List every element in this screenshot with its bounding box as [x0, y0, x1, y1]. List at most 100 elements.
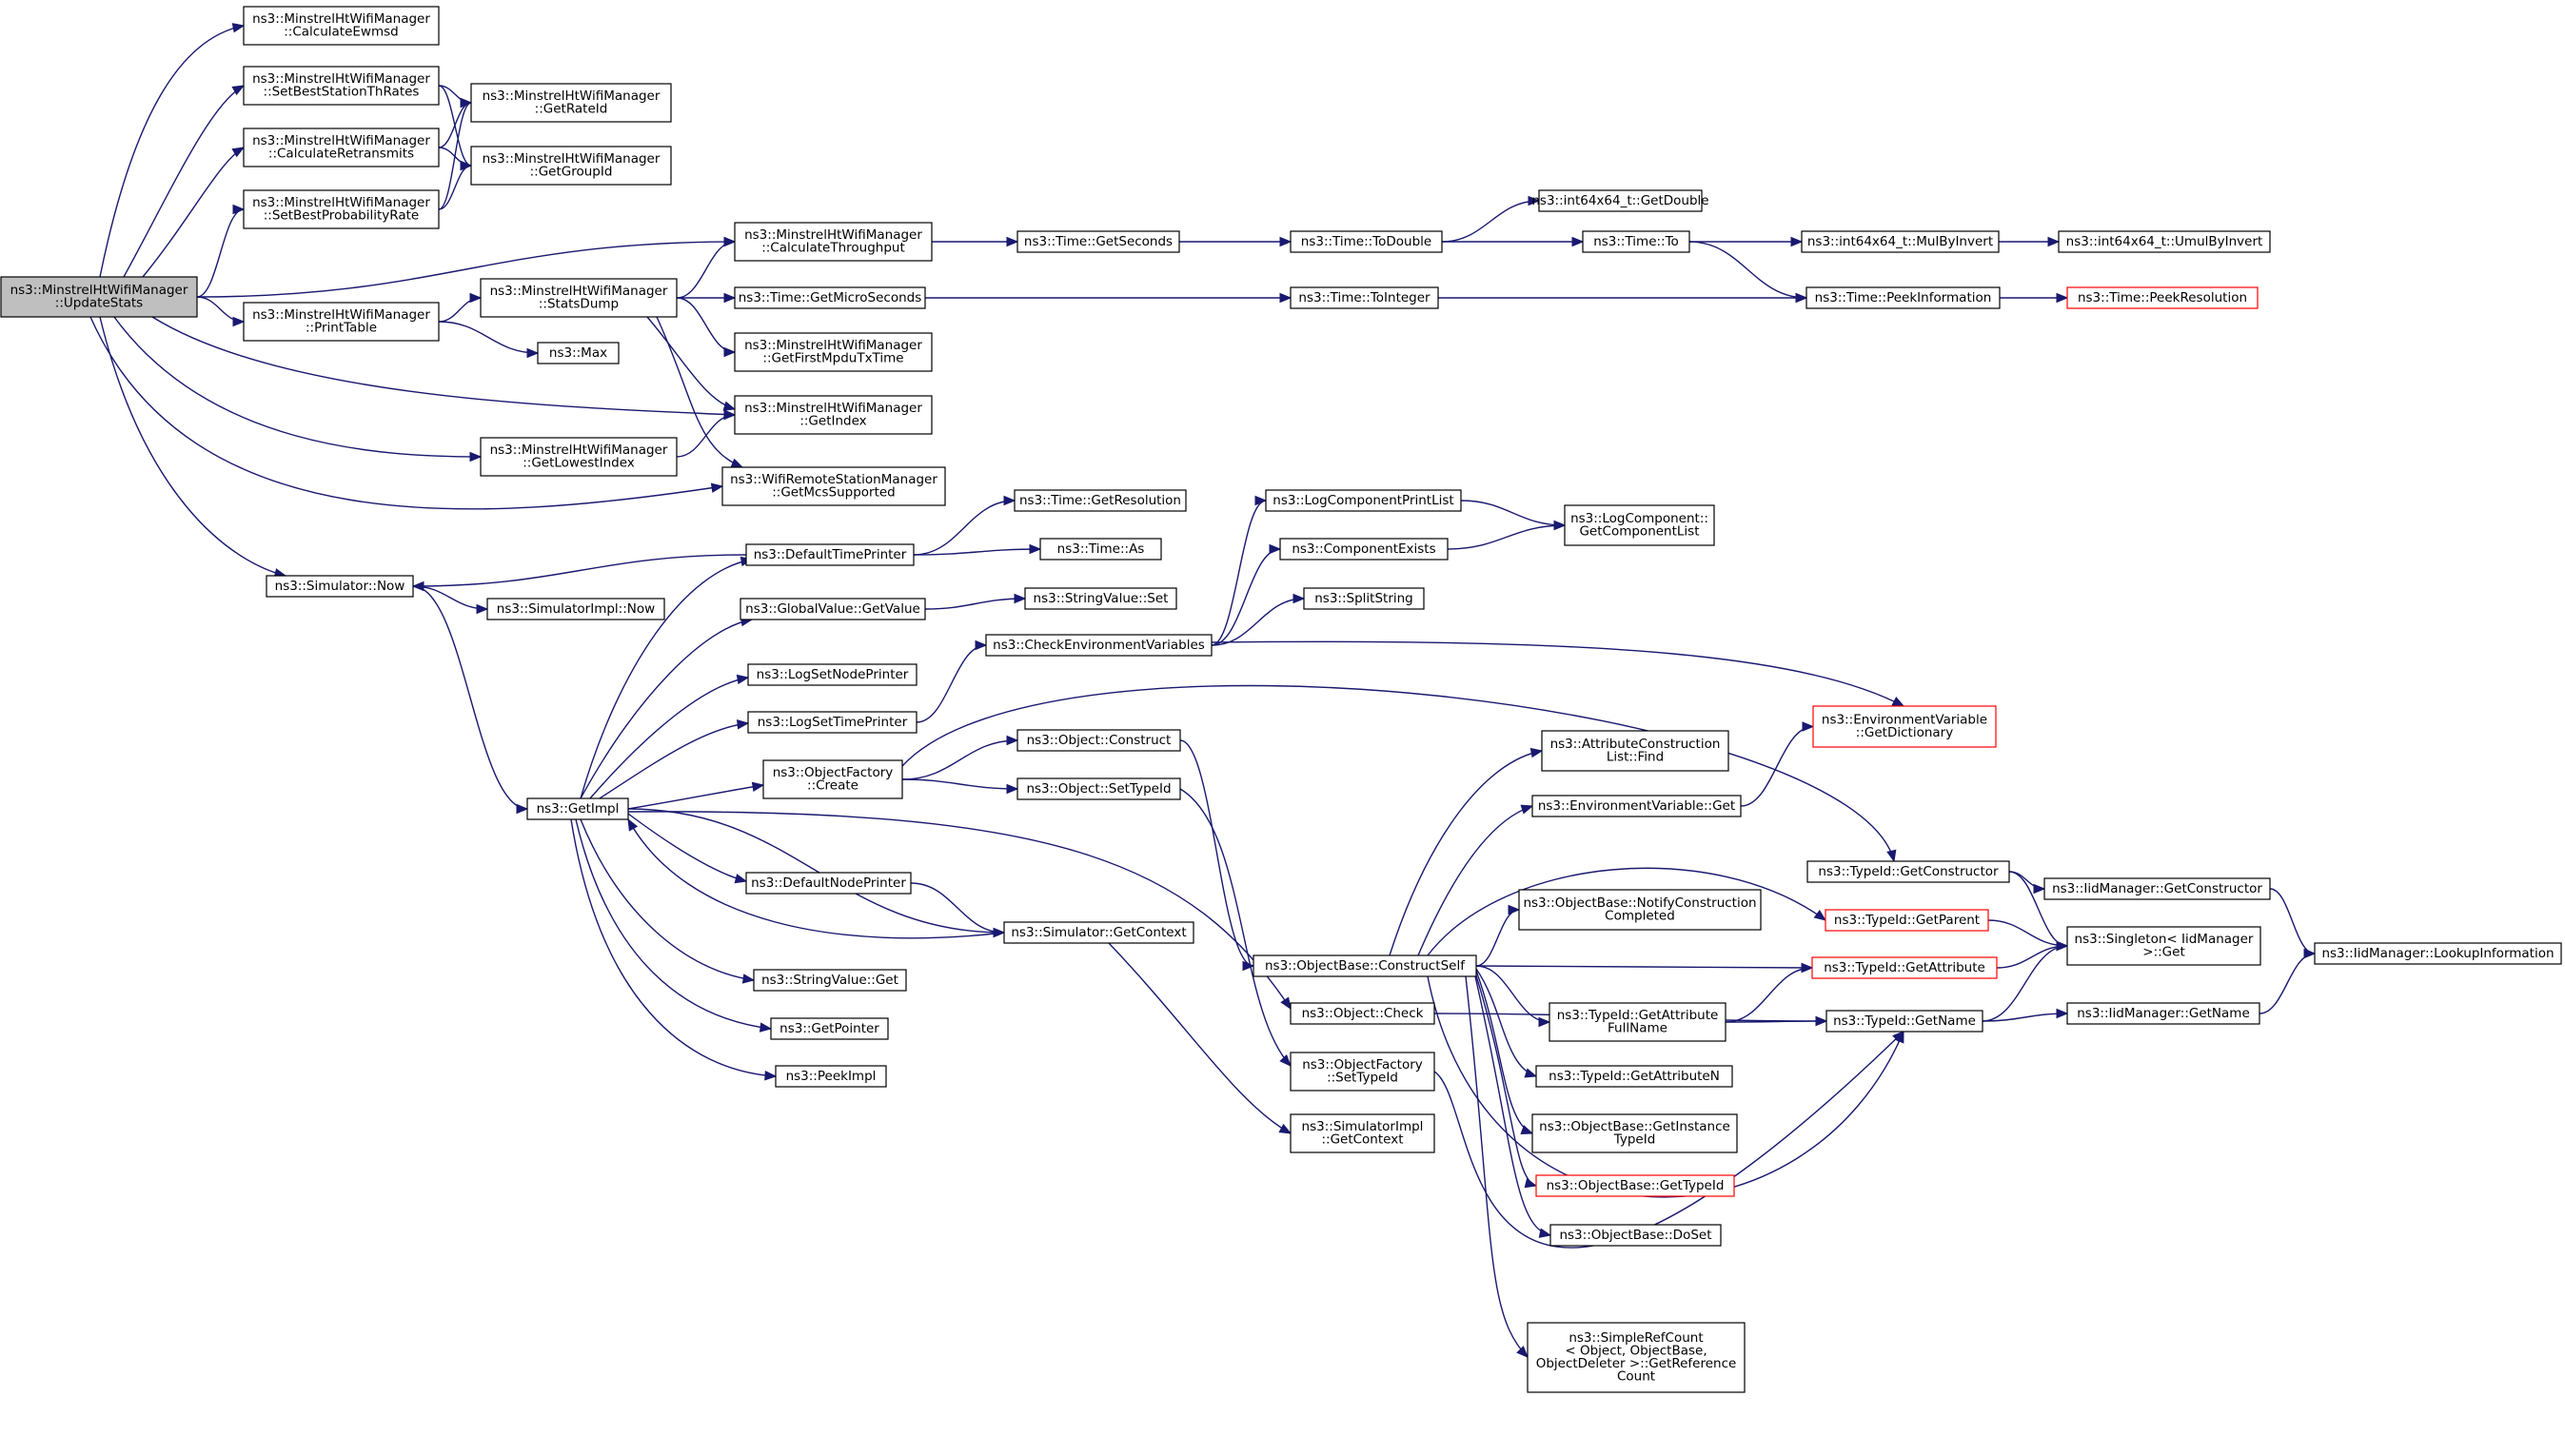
node-peekinfo[interactable]: ns3::Time::PeekInformation — [1805, 286, 2001, 309]
node-getrateid[interactable]: ns3::MinstrelHtWifiManager::GetRateId — [470, 83, 672, 123]
node-logsetnode[interactable]: ns3::LogSetNodePrinter — [747, 663, 917, 686]
node-getlowest[interactable]: ns3::MinstrelHtWifiManager::GetLowestInd… — [480, 437, 678, 477]
node-printtable[interactable]: ns3::MinstrelHtWifiManager::PrintTable — [243, 302, 440, 342]
node-calcthru[interactable]: ns3::MinstrelHtWifiManager::CalculateThr… — [734, 222, 933, 262]
node-getpointer[interactable]: ns3::GetPointer — [770, 1017, 889, 1040]
node-strvalset[interactable]: ns3::StringValue::Set — [1024, 587, 1177, 610]
node-compexists[interactable]: ns3::ComponentExists — [1279, 538, 1449, 561]
node-setbestprob[interactable]: ns3::MinstrelHtWifiManager::SetBestProba… — [243, 189, 440, 229]
node-defnodeprinter[interactable]: ns3::DefaultNodePrinter — [745, 872, 912, 895]
node-todouble[interactable]: ns3::Time::ToDouble — [1290, 230, 1443, 253]
node-getmcs[interactable]: ns3::WifiRemoteStationManager::GetMcsSup… — [721, 466, 946, 506]
node-mulbyinvert[interactable]: ns3::int64x64_t::MulByInvert — [1801, 230, 2000, 253]
node-peekimpl[interactable]: ns3::PeekImpl — [775, 1065, 887, 1088]
call-edge-objfactcreate-to-objsettypeid — [901, 778, 1018, 790]
call-edge-getimpl-to-defnodeprinter — [627, 813, 747, 882]
node-simimplgetctx[interactable]: ns3::SimulatorImpl::GetContext — [1290, 1113, 1435, 1153]
node-typeidgetparent[interactable]: ns3::TypeId::GetParent — [1825, 909, 1989, 932]
node-notifyconstr[interactable]: ns3::ObjectBase::NotifyConstructionCompl… — [1518, 889, 1762, 931]
call-edge-calcretr-to-getrateid — [438, 102, 472, 148]
node-deftimeprinter[interactable]: ns3::DefaultTimePrinter — [745, 543, 915, 566]
node-box — [243, 128, 440, 167]
edge-arrowhead — [516, 803, 529, 815]
call-edge-logsettime-to-checkenv — [916, 644, 987, 723]
node-getdouble[interactable]: ns3::int64x64_t::GetDouble — [1531, 189, 1709, 212]
node-getmicro[interactable]: ns3::Time::GetMicroSeconds — [734, 286, 926, 309]
node-max[interactable]: ns3::Max — [537, 342, 620, 364]
node-objconstruct[interactable]: ns3::Object::Construct — [1016, 729, 1181, 752]
node-label-line: ns3::GetImpl — [537, 801, 620, 817]
node-objfactsettypeid[interactable]: ns3::ObjectFactory::SetTypeId — [1290, 1052, 1435, 1092]
node-checkenv[interactable]: ns3::CheckEnvironmentVariables — [985, 634, 1213, 657]
edge-arrowhead — [1529, 747, 1544, 758]
node-statsdump[interactable]: ns3::MinstrelHtWifiManager::StatsDump — [480, 278, 678, 318]
node-label-line: ns3::MinstrelHtWifiManager — [490, 443, 668, 458]
edge-arrowhead — [1278, 1123, 1292, 1134]
node-getcomplist[interactable]: ns3::LogComponent::GetComponentList — [1564, 504, 1715, 546]
node-objcheck[interactable]: ns3::Object::Check — [1290, 1002, 1435, 1025]
call-edge-getimpl-to-objcheck — [627, 811, 1292, 1010]
node-label-line: ns3::ObjectBase::DoSet — [1559, 1228, 1711, 1243]
node-box — [243, 302, 440, 342]
node-box — [1549, 1224, 1722, 1247]
node-simplerefcount[interactable]: ns3::SimpleRefCount< Object, ObjectBase,… — [1527, 1322, 1746, 1393]
node-typeidgetattr[interactable]: ns3::TypeId::GetAttribute — [1811, 956, 1998, 979]
node-getgroupid[interactable]: ns3::MinstrelHtWifiManager::GetGroupId — [470, 146, 672, 186]
node-logcompprint[interactable]: ns3::LogComponentPrintList — [1265, 489, 1462, 512]
node-label-line: ns3::Singleton< IidManager — [2075, 932, 2254, 947]
node-label-line: ns3::TypeId::GetParent — [1834, 913, 1980, 928]
node-timeas[interactable]: ns3::Time::As — [1039, 538, 1162, 561]
node-umulbyinvert[interactable]: ns3::int64x64_t::UmulByInvert — [2058, 230, 2271, 253]
call-edge-setbestprob-to-getgroupid — [438, 165, 472, 210]
node-label-line: ns3::MinstrelHtWifiManager — [744, 338, 922, 353]
node-splitstring[interactable]: ns3::SplitString — [1303, 587, 1425, 610]
node-getfirstmpdu[interactable]: ns3::MinstrelHtWifiManager::GetFirstMpdu… — [734, 332, 933, 372]
node-globalget[interactable]: ns3::GlobalValue::GetValue — [740, 598, 926, 620]
node-strvalget[interactable]: ns3::StringValue::Get — [753, 969, 907, 992]
node-simimplnow[interactable]: ns3::SimulatorImpl::Now — [486, 598, 665, 620]
node-tointeger[interactable]: ns3::Time::ToInteger — [1290, 286, 1439, 309]
node-box — [1825, 909, 1989, 932]
node-envgetdict[interactable]: ns3::EnvironmentVariable::GetDictionary — [1812, 705, 1997, 748]
node-label-line: ns3::IidManager::LookupInformation — [2321, 946, 2554, 961]
node-getresolution[interactable]: ns3::Time::GetResolution — [1014, 489, 1187, 512]
node-box — [243, 6, 440, 46]
node-doset[interactable]: ns3::ObjectBase::DoSet — [1549, 1224, 1722, 1247]
node-peekres[interactable]: ns3::Time::PeekResolution — [2066, 286, 2259, 309]
node-setbestth[interactable]: ns3::MinstrelHtWifiManager::SetBestStati… — [243, 66, 440, 106]
call-edge-setbestprob-to-getrateid — [438, 102, 472, 210]
node-timeto[interactable]: ns3::Time::To — [1582, 230, 1690, 253]
edge-arrowhead — [231, 147, 246, 158]
node-box — [1812, 705, 1997, 748]
node-envget[interactable]: ns3::EnvironmentVariable::Get — [1531, 795, 1742, 817]
call-edge-deftimeprinter-to-timeas — [913, 548, 1041, 556]
node-calcretr[interactable]: ns3::MinstrelHtWifiManager::CalculateRet… — [243, 128, 440, 167]
node-getseconds[interactable]: ns3::Time::GetSeconds — [1016, 230, 1180, 253]
node-typeidgetname[interactable]: ns3::TypeId::GetName — [1825, 1010, 1983, 1033]
node-objbasegettypeid[interactable]: ns3::ObjectBase::GetTypeId — [1535, 1174, 1735, 1197]
node-simnow[interactable]: ns3::Simulator::Now — [266, 575, 414, 598]
node-constructself[interactable]: ns3::ObjectBase::ConstructSelf — [1253, 954, 1477, 977]
node-iidgetname[interactable]: ns3::IidManager::GetName — [2066, 1002, 2260, 1025]
node-ewmsd[interactable]: ns3::MinstrelHtWifiManager::CalculateEwm… — [243, 6, 440, 46]
node-label-line: ns3::MinstrelHtWifiManager — [490, 284, 668, 299]
call-edge-getimpl-to-globalget — [580, 619, 753, 799]
node-lookupinfo[interactable]: ns3::IidManager::LookupInformation — [2314, 942, 2562, 965]
node-objfactcreate[interactable]: ns3::ObjectFactory::Create — [762, 759, 903, 799]
node-getindex[interactable]: ns3::MinstrelHtWifiManager::GetIndex — [734, 395, 933, 435]
node-simgetctx[interactable]: ns3::Simulator::GetContext — [1003, 921, 1194, 944]
node-logsettime[interactable]: ns3::LogSetTimePrinter — [747, 711, 917, 734]
node-objsettypeid[interactable]: ns3::Object::SetTypeId — [1016, 777, 1181, 800]
node-box — [745, 543, 915, 566]
node-root[interactable]: ns3::MinstrelHtWifiManager::UpdateStats — [0, 276, 198, 318]
call-edge-getattrfullname-to-typeidgetattr — [1725, 967, 1813, 1023]
node-getconstructor[interactable]: ns3::TypeId::GetConstructor — [1806, 860, 2010, 883]
node-getattrn[interactable]: ns3::TypeId::GetAttributeN — [1535, 1065, 1733, 1088]
node-label-line: ns3::int64x64_t::GetDouble — [1531, 193, 1708, 208]
node-iidgetconstr[interactable]: ns3::IidManager::GetConstructor — [2043, 877, 2271, 900]
node-getimpl[interactable]: ns3::GetImpl — [526, 797, 629, 820]
node-singletonget[interactable]: ns3::Singleton< IidManager >::Get — [2066, 926, 2261, 966]
